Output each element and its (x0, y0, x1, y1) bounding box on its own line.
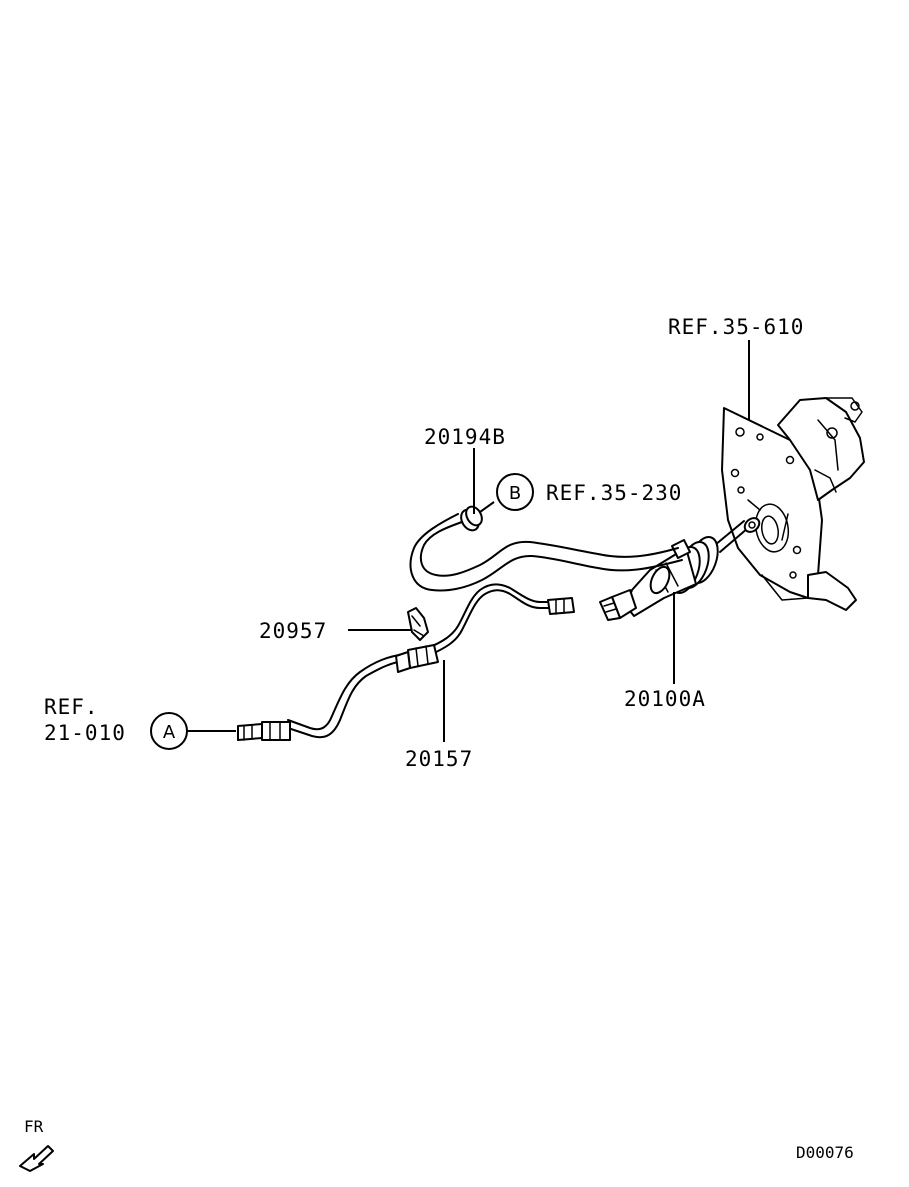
reservoir-hose (409, 505, 683, 592)
ref-21-010-label-line1[interactable]: REF. (44, 695, 99, 719)
part-20100a-label[interactable]: 20100A (624, 687, 706, 711)
part-20157-label[interactable]: 20157 (405, 747, 473, 771)
front-arrow-icon (19, 1145, 54, 1172)
pipe-clip (407, 607, 429, 641)
part-20957-label[interactable]: 20957 (259, 619, 327, 643)
clutch-pipe (237, 583, 575, 741)
ref-21-010-label-line2[interactable]: 21-010 (44, 721, 126, 745)
ref-35-230-label[interactable]: REF.35-230 (546, 481, 682, 505)
callout-b-letter: B (509, 483, 521, 504)
part-20194b-label[interactable]: 20194B (424, 425, 506, 449)
callout-a[interactable]: A (150, 712, 188, 750)
ref-35-610-label[interactable]: REF.35-610 (668, 315, 804, 339)
diagram-code: D00076 (796, 1143, 854, 1162)
direction-label: FR (24, 1117, 44, 1136)
callout-a-letter: A (163, 722, 176, 743)
pedal-bracket-assembly (721, 397, 865, 611)
front-direction-indicator: FR (19, 1117, 54, 1172)
callout-b[interactable]: B (496, 473, 534, 511)
leader-lines (187, 340, 750, 742)
clutch-master-cylinder (599, 517, 761, 621)
